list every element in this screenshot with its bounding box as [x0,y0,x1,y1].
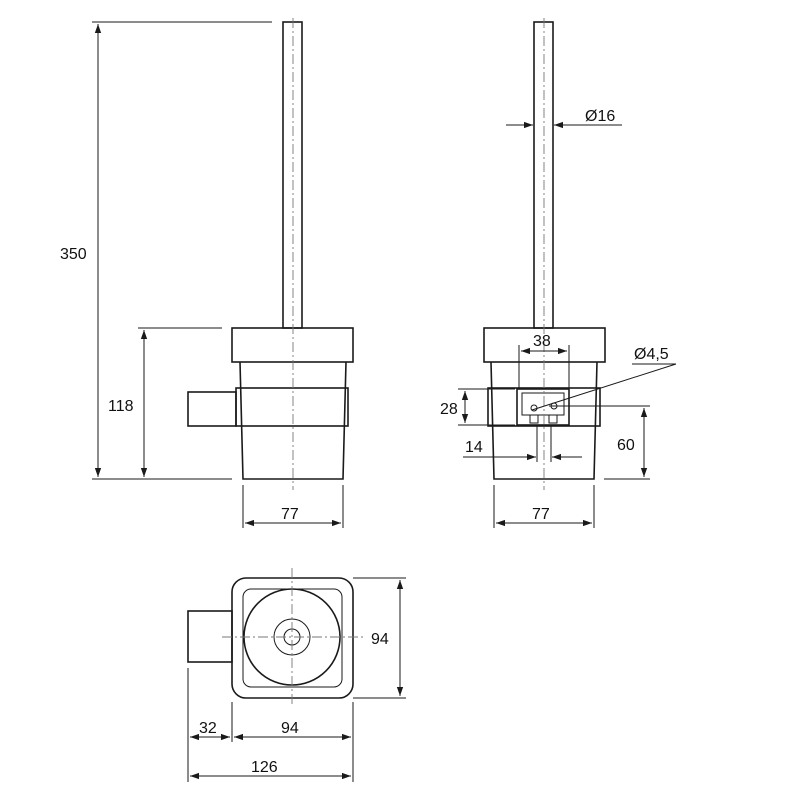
top-outer-square [231,577,354,699]
hole-leader-line [531,363,677,411]
bracket-plate-outer [516,388,570,426]
screw-hole-left [530,404,538,412]
bracket-plate-inner [521,392,565,416]
top-wall-arm [187,610,233,663]
side-cup [239,361,347,480]
dim-label-60: 60 [617,437,635,454]
dim-label-rod-diameter: Ø16 [585,108,615,125]
dim-label-126: 126 [251,759,278,776]
side-cap [231,327,354,363]
front-view: Ø16 38 Ø4,5 28 14 60 77 [440,18,677,528]
side-wall-arm [187,391,237,427]
dim-label-14: 14 [465,439,483,456]
dim-label-38: 38 [533,333,551,350]
side-rod [282,21,303,329]
side-bracket-band [235,387,349,427]
front-cup [490,361,598,480]
side-view: 350 118 77 [60,18,354,528]
dim-label-94-depth: 94 [371,631,389,648]
dim-label-hole-diameter: Ø4,5 [634,346,669,363]
dim-label-32: 32 [199,720,217,737]
top-view: 94 32 94 126 [187,568,406,782]
bracket-notch-right [548,414,558,424]
front-rod [533,21,554,329]
dim-label-350: 350 [60,246,87,263]
dim-label-28: 28 [440,401,458,418]
dim-label-94-width: 94 [281,720,299,737]
front-cap [483,327,606,363]
bracket-notch-left [529,414,539,424]
dim-label-77-front: 77 [532,506,550,523]
dim-label-118: 118 [108,398,134,415]
dim-label-77-side: 77 [281,506,299,523]
